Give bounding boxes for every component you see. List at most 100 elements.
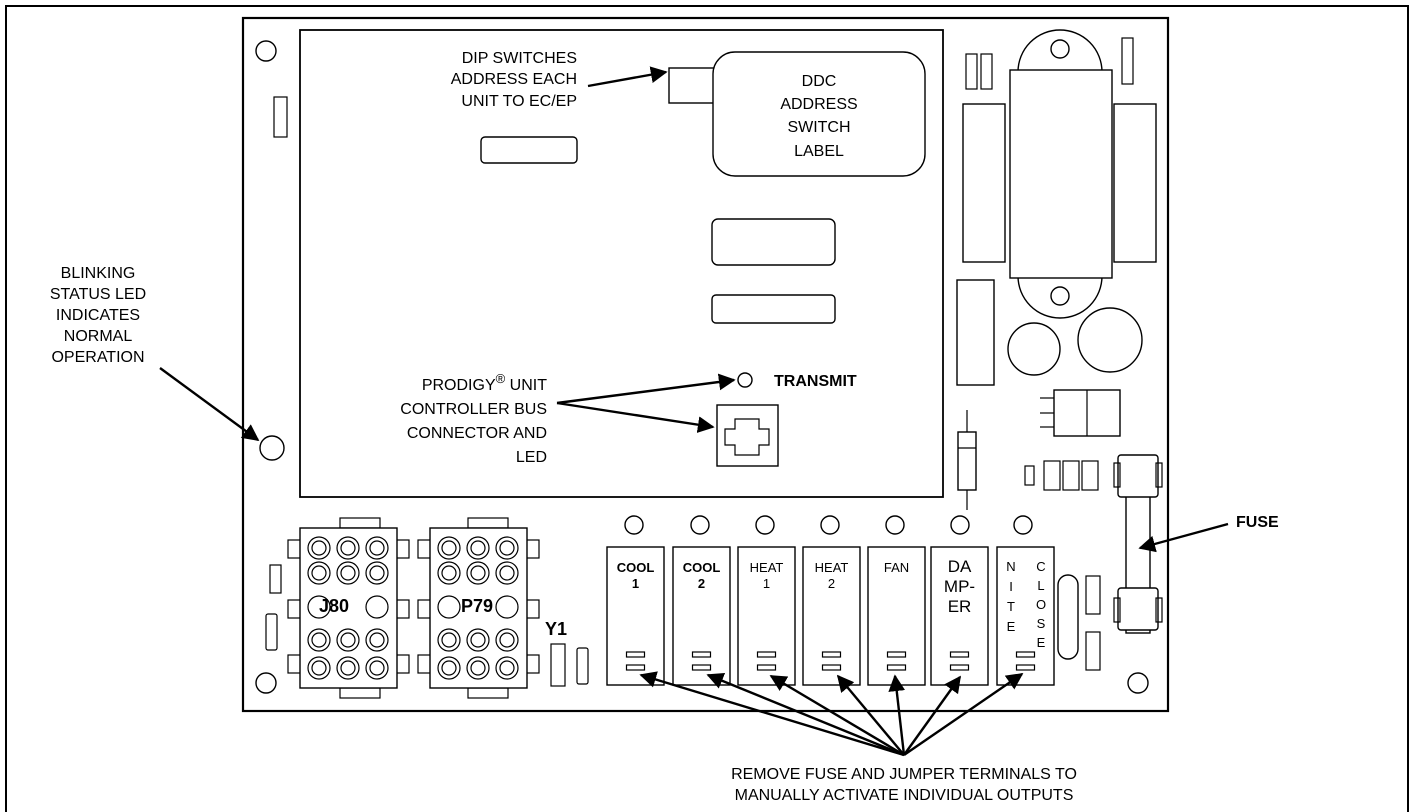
prodigy-arrow-connector: [556, 401, 715, 434]
jumper-terminal[interactable]: [691, 664, 712, 671]
small-part-4: [1081, 460, 1099, 491]
jumper-terminal[interactable]: [886, 664, 907, 671]
jumper-terminal[interactable]: [821, 664, 842, 671]
subboard-chip-2: [711, 218, 836, 266]
connector-pin: [437, 656, 461, 680]
jumper-arrow: [888, 674, 906, 756]
prodigy-label-3: CONNECTOR AND: [407, 425, 547, 442]
jumper-terminal[interactable]: [1015, 651, 1036, 658]
relay-nite-label: N: [1006, 559, 1015, 574]
output-led: [1013, 515, 1033, 535]
outer-frame: [5, 5, 1409, 812]
status-led-label-3: INDICATES: [56, 307, 140, 324]
connector-pin: [495, 536, 519, 560]
small-rect-a: [1085, 575, 1101, 615]
connector-pin: [466, 656, 490, 680]
transformer-coil-right: [1113, 103, 1157, 263]
ddc-label-1: DDC: [802, 73, 837, 90]
dip-switch-arrow: [587, 66, 668, 88]
j80-label: J80: [319, 596, 349, 616]
left-component-2: [269, 564, 282, 594]
relay-cool2-label: 2: [698, 576, 705, 591]
connector-pin: [495, 656, 519, 680]
mounting-hole-bottom-left: [255, 672, 277, 694]
connector-pin: [495, 595, 519, 619]
relay-fan: [867, 546, 926, 686]
connector-pin: [466, 561, 490, 585]
relay-nite-label: T: [1007, 599, 1015, 614]
jumper-terminal[interactable]: [886, 651, 907, 658]
connector-pin: [437, 595, 461, 619]
relay-cool1-label: COOL: [617, 560, 655, 575]
jumper-arrow: [706, 672, 905, 757]
relay-cool2: [672, 546, 731, 686]
ddc-label-3: SWITCH: [787, 119, 850, 136]
jumper-terminal[interactable]: [756, 664, 777, 671]
relay-cool1-label: 1: [632, 576, 639, 591]
dip-switch-label-3: UNIT TO EC/EP: [461, 93, 577, 110]
relay-heat2-label: HEAT: [815, 560, 849, 575]
connector-pin: [365, 536, 389, 560]
relay-close-label: E: [1037, 635, 1046, 650]
connector-pin: [437, 561, 461, 585]
prodigy-arrow-led: [556, 373, 736, 405]
mounting-hole-top-left: [255, 40, 277, 62]
subboard-chip-3: [711, 294, 836, 324]
relay-heat1-label: 1: [763, 576, 770, 591]
output-led: [690, 515, 710, 535]
jumper-terminal[interactable]: [756, 651, 777, 658]
prodigy-label-4: LED: [516, 449, 547, 466]
jumper-terminal[interactable]: [691, 651, 712, 658]
capacitor-round-2: [1077, 307, 1143, 373]
y1-part-2: [576, 647, 589, 685]
jumper-terminal[interactable]: [821, 651, 842, 658]
connector-pin: [365, 561, 389, 585]
jumper-terminal[interactable]: [625, 651, 646, 658]
dip-switch: [668, 67, 716, 104]
jumper-terminal[interactable]: [949, 651, 970, 658]
connector-pin: [336, 628, 360, 652]
fuse-cap-top: [1117, 454, 1159, 498]
relay-nite-label: E: [1007, 619, 1016, 634]
connector-j80: [287, 517, 410, 699]
relay-heat1-label: HEAT: [750, 560, 784, 575]
output-led: [624, 515, 644, 535]
jumper-arrow: [836, 674, 905, 756]
connector-pin: [466, 628, 490, 652]
oval-part: [1057, 574, 1079, 660]
transformer-tab-3: [1121, 37, 1134, 85]
jumper-arrow: [769, 674, 905, 757]
fuse-label: FUSE: [1236, 514, 1279, 531]
transformer-body: [1009, 69, 1113, 279]
connector-pin: [307, 628, 331, 652]
status-led-label-2: STATUS LED: [50, 286, 146, 303]
prodigy-label-2: CONTROLLER BUS: [400, 401, 547, 418]
output-led: [885, 515, 905, 535]
small-part-3: [1062, 460, 1080, 491]
relay-cool2-label: COOL: [683, 560, 721, 575]
transformer-hole-bottom: [1050, 286, 1070, 306]
y1-label: Y1: [545, 619, 567, 639]
connector-pin: [437, 628, 461, 652]
jumper-terminal[interactable]: [1015, 664, 1036, 671]
ddc-label-2: ADDRESS: [780, 96, 857, 113]
connector-pin: [336, 561, 360, 585]
diode: [957, 431, 977, 491]
jumper-terminal[interactable]: [949, 664, 970, 671]
relay-cool1: [606, 546, 665, 686]
bus-connector: [716, 404, 779, 467]
connector-pin: [365, 628, 389, 652]
relay-damper: [930, 546, 989, 686]
connector-pin: [365, 595, 389, 619]
jumper-terminal[interactable]: [625, 664, 646, 671]
relay-close-label: C: [1036, 559, 1045, 574]
bottom-note-2: MANUALLY ACTIVATE INDIVIDUAL OUTPUTS: [735, 787, 1074, 804]
relay-heat1: [737, 546, 796, 686]
p79-label: P79: [461, 596, 493, 616]
transmit-label: TRANSMIT: [774, 373, 857, 390]
y1-part-1: [550, 643, 566, 687]
status-led-arrow: [159, 367, 260, 441]
connector-pin: [495, 628, 519, 652]
dip-switch-label-2: ADDRESS EACH: [451, 71, 577, 88]
